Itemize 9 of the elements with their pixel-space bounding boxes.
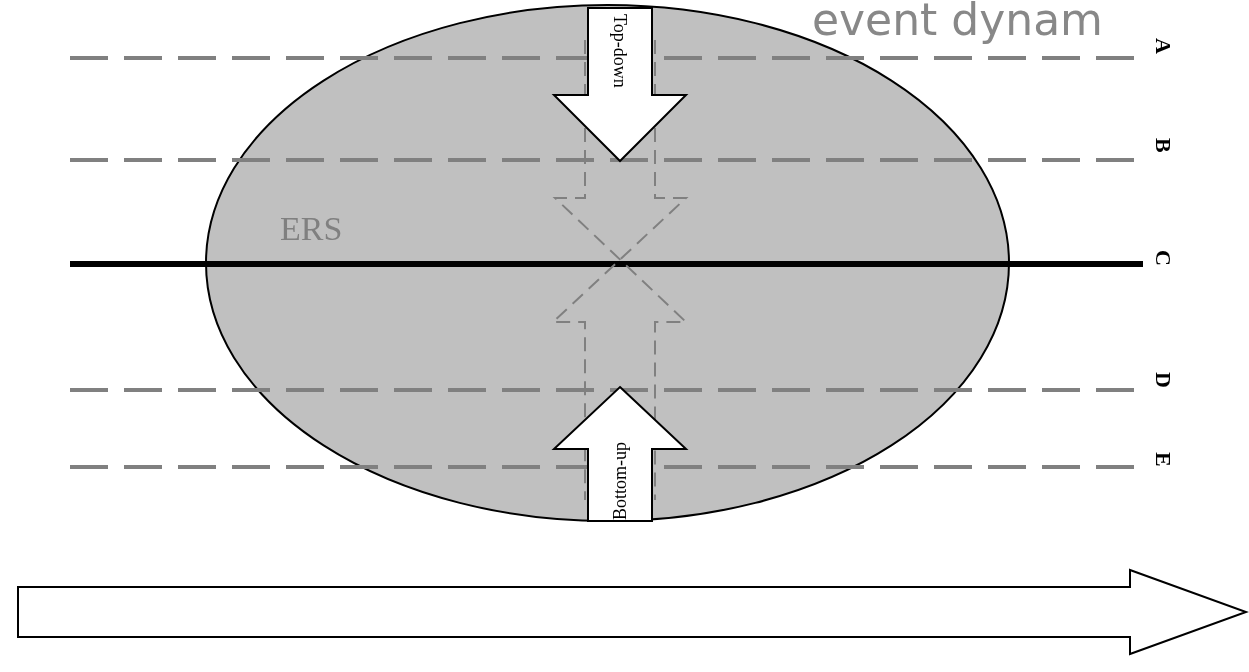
- title: event dynam: [812, 0, 1103, 46]
- row-letter: C: [1152, 250, 1174, 266]
- ellipse-label: ERS: [280, 209, 343, 249]
- arrow-label: Bottom-up: [609, 442, 631, 520]
- row-letter: E: [1152, 452, 1174, 467]
- row-letter: D: [1152, 372, 1174, 388]
- arrow-label: Top-down: [609, 14, 631, 88]
- row-letter: B: [1152, 138, 1174, 153]
- row-letter: A: [1152, 38, 1174, 54]
